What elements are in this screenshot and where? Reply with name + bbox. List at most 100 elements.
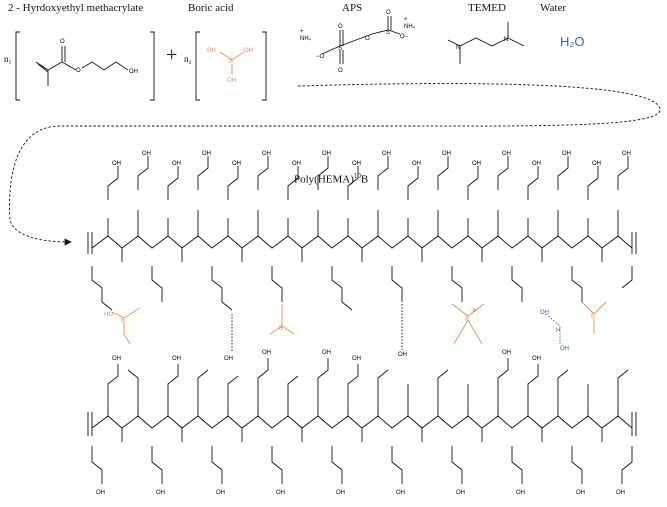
lower-oh-12: OH [336, 490, 345, 496]
boric-b: B [229, 59, 233, 65]
lower-polymer-chain: OH OH OH OH OH OH OH OH OH OH OH OH OH O… [87, 350, 637, 496]
lower-oh-4: OH [322, 350, 331, 356]
boric-oh-1: OH [207, 48, 216, 54]
upper-oh-17: OH [592, 161, 601, 167]
lower-oh-14: OH [456, 490, 465, 496]
lower-oh-16: OH [576, 490, 585, 496]
lower-oh-9: OH [156, 490, 165, 496]
boric-oh-2: OH [244, 48, 253, 54]
lower-oh-17: OH [616, 490, 625, 496]
aps-s-left: S [338, 46, 342, 52]
lower-oh-7: OH [532, 356, 541, 362]
borate-crosslink-2 [269, 304, 295, 335]
upper-oh-11: OH [412, 161, 421, 167]
lower-oh-3: OH [262, 350, 271, 356]
upper-side-chains-top [107, 156, 629, 200]
hema-oh: OH [129, 69, 138, 75]
upper-oh-10: OH [382, 151, 391, 157]
aps-nh4-right: NH₄ [404, 24, 416, 30]
temed-label: TEMED [468, 2, 506, 14]
hema-coefficient: n₁ [4, 54, 12, 64]
lower-side-chains-bottom [91, 446, 633, 484]
upper-oh-1: OH [112, 161, 121, 167]
product-isotope: 10 [353, 172, 361, 180]
hema-carbonyl-o: O [60, 39, 65, 45]
hema-skeleton [35, 46, 129, 86]
aps-o-top-left: O [338, 24, 343, 30]
lower-oh-11: OH [276, 490, 285, 496]
borate-b-2: B [279, 326, 283, 332]
borate-crosslink-3 [451, 303, 485, 345]
water-formula: H₂O [560, 34, 585, 49]
boric-oh-3: OH [227, 78, 236, 84]
water-oh-2: OH [560, 346, 569, 352]
upper-oh-16: OH [562, 151, 571, 157]
reaction-arrow [9, 83, 661, 246]
temed-structure: N N [447, 22, 525, 64]
hema-bracket-right [150, 31, 155, 101]
hema-double-bond [37, 63, 49, 73]
lower-oh-6: OH [502, 350, 511, 356]
water-oh-1: OH [540, 310, 549, 316]
plus-sign: + [166, 44, 178, 66]
aps-s-right: S [386, 30, 390, 36]
upper-methyls [121, 248, 603, 262]
hema-bracket-left [15, 31, 20, 101]
boric-bracket-right [262, 31, 267, 101]
temed-n-left: N [456, 45, 460, 51]
temed-n-right: N [504, 37, 508, 43]
water-label: Water [540, 2, 566, 14]
aps-o-minus-left: −O [316, 54, 325, 60]
hema-structure: O O OH [15, 31, 155, 101]
product-name: Poly(HEMA) [294, 173, 354, 186]
aps-label: APS [342, 2, 363, 14]
aps-o-minus-right: O− [400, 34, 409, 40]
lower-side-chains-top [107, 358, 629, 416]
lower-oh-10: OH [216, 490, 225, 496]
upper-oh-13: OH [472, 161, 481, 167]
upper-oh-8: OH [322, 151, 331, 157]
aps-bonds [321, 16, 401, 64]
upper-oh-4: OH [202, 151, 211, 157]
product-element: B [360, 173, 369, 186]
borate-crosslink-4 [581, 301, 607, 334]
lower-oh-2: OH [172, 356, 181, 362]
upper-oh-12: OH [442, 151, 451, 157]
water-h: H [556, 328, 560, 334]
upper-oh-6: OH [262, 151, 271, 157]
hema-ester-o: O [76, 68, 81, 74]
borate-crosslink-1 [111, 307, 141, 345]
lower-oh-13: OH [396, 490, 405, 496]
lower-oh-8: OH [96, 490, 105, 496]
upper-ester-stems [107, 210, 619, 236]
boric-acid-label: Boric acid [188, 2, 234, 14]
aps-o-bridge: O [365, 36, 370, 42]
hbond-oh-2: OH [398, 352, 407, 358]
upper-oh-5: OH [232, 161, 241, 167]
lower-oh-1: OH [112, 356, 121, 362]
hema-label: 2 - Hyrdoxyethyl methacrylate [8, 2, 144, 14]
upper-oh-15: OH [532, 161, 541, 167]
aps-plus-left: + [300, 29, 304, 35]
upper-chain-brackets [87, 232, 637, 254]
aps-o-top-right: O [386, 10, 391, 16]
upper-oh-18: OH [622, 151, 631, 157]
borate-ho-1: HO [104, 312, 113, 318]
upper-oh-14: OH [502, 151, 511, 157]
borate-charge: ⊕ [472, 308, 477, 314]
hbond-oh-1: OH [224, 356, 233, 362]
upper-oh-9: OH [352, 161, 361, 167]
product-label: Poly(HEMA)10B [294, 172, 368, 186]
borate-b-4: B [591, 314, 595, 320]
upper-oh-2: OH [142, 151, 151, 157]
upper-side-chains-bottom [91, 266, 633, 311]
aps-structure: NH₄ + NH₄ + −O S O O O S O O− [300, 10, 416, 74]
boric-acid-structure: B OH OH OH [195, 31, 267, 101]
lower-oh-5: OH [352, 356, 361, 362]
borate-b-3: B [465, 316, 469, 322]
lower-backbone [91, 415, 633, 429]
lower-chain-brackets [87, 412, 637, 436]
temed-bonds [447, 22, 525, 64]
boric-bonds [219, 51, 245, 74]
